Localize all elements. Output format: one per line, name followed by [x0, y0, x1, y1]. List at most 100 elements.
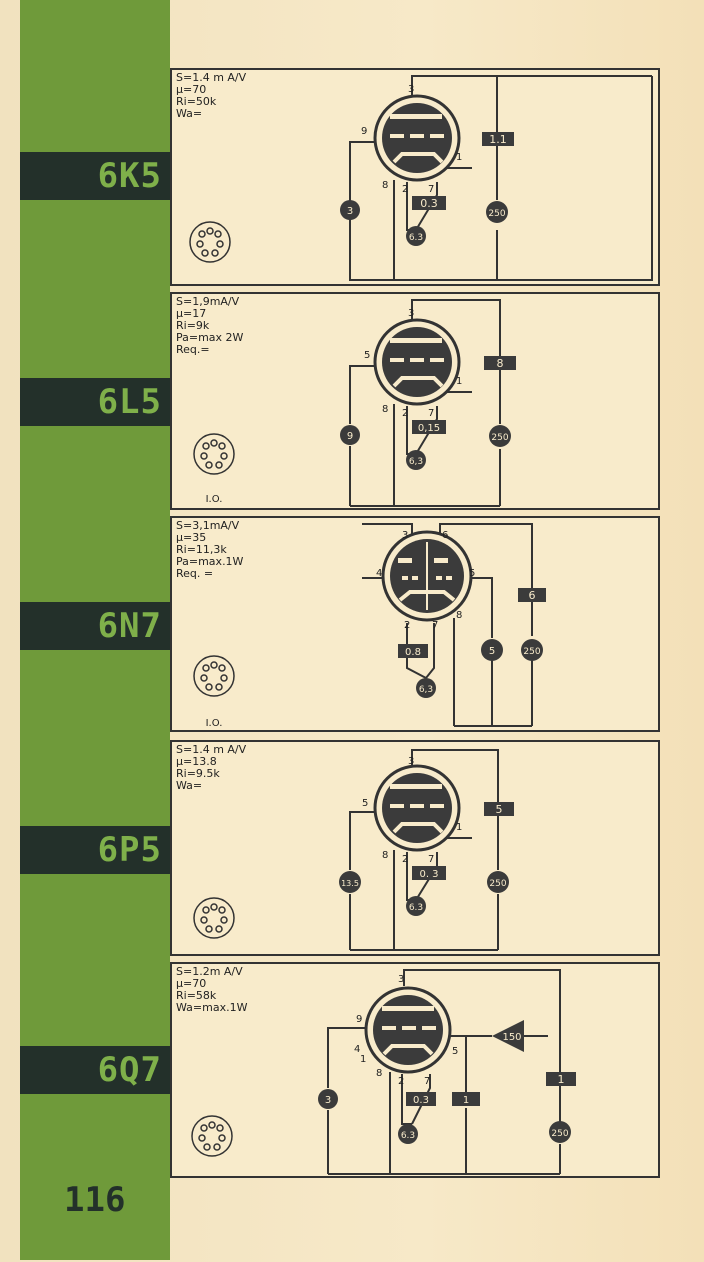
pin-label: 3: [408, 84, 414, 95]
pin-label: 2: [402, 408, 408, 419]
spec-line: Wa=: [176, 107, 203, 120]
tube-panel-6p5: 5 0. 3 13.5 6.3 250 3 5 1 8 2 7 S=1.4 m …: [170, 740, 660, 956]
socket-diagram: [191, 1115, 233, 1157]
pin-label: 2: [402, 854, 408, 865]
pin-label: 3: [408, 756, 414, 767]
pin-label: 5: [364, 350, 370, 361]
schematic-6n7: 6 0.8 5 6,3 250 3 6 4 5 2 7 8 I.O.: [193, 523, 546, 729]
tube-panel-6n7: 6 0.8 5 6,3 250 3 6 4 5 2 7 8 I.O.: [170, 516, 660, 732]
spec-line: Wa=max.1W: [176, 1001, 248, 1014]
socket-diagram: [189, 221, 231, 263]
spec-line: Ri=9.5k: [176, 767, 220, 780]
pin-label: 4: [354, 1044, 360, 1055]
spec-block: S=1.2m A/V μ=70 Ri=58k Wa=max.1W: [176, 966, 247, 1014]
schematic-6q7: 150 1 0.3 1 3 6.3 250 3 9 5 4 1 8 2 7: [191, 969, 576, 1175]
spec-line: μ=35: [176, 531, 207, 544]
ac-voltage-label: 150: [502, 1032, 521, 1043]
pin-label: 1: [456, 152, 462, 163]
pin-label: 5: [452, 1046, 458, 1057]
socket-diagram: [193, 433, 235, 475]
tube-tab-6p5: 6P5: [20, 826, 170, 874]
pin-label: 7: [428, 408, 434, 419]
spec-line: Req.=: [176, 343, 210, 356]
spec-line: S=1.4 m A/V: [176, 71, 247, 84]
plate-voltage-label: 5: [496, 803, 503, 816]
supply-voltage-label: 250: [488, 209, 505, 219]
tube-panel-6l5: 8 0,15 9 6,3 250 3 5 1 8 2 7 I.O. S=1,9m: [170, 292, 660, 510]
spec-line: S=1,9mA/V: [176, 295, 240, 308]
spec-block: S=1,9mA/V μ=17 Ri=9k Pa=max 2W Req.=: [176, 296, 243, 356]
tube-panel-6k5: 1.1 0.3 3 6.3 250 3 9 1 8 2 7 S=1.4 m A/…: [170, 68, 660, 286]
spec-line: Ri=50k: [176, 95, 217, 108]
pin-label: 4: [376, 568, 382, 579]
heater-current-label: 0. 3: [419, 869, 438, 880]
pin-label: 5: [362, 798, 368, 809]
spec-line: Ri=9k: [176, 319, 210, 332]
spec-line: S=1.2m A/V: [176, 965, 243, 978]
tube-tab-6n7: 6N7: [20, 602, 170, 650]
supply-voltage-label: 250: [523, 647, 540, 657]
pin-label: 1: [456, 822, 462, 833]
pin-label: 3: [408, 308, 414, 319]
bias-voltage-label: 3: [347, 206, 353, 217]
pin-label: 2: [404, 620, 410, 631]
socket-label: I.O.: [206, 718, 223, 729]
tube-panel-6q7: 150 1 0.3 1 3 6.3 250 3 9 5 4 1 8 2 7: [170, 962, 660, 1178]
spec-line: μ=70: [176, 977, 207, 990]
pin-label: 8: [382, 180, 388, 191]
pin-label: 3: [398, 974, 404, 985]
tube-tab-6q7: 6Q7: [20, 1046, 170, 1094]
spec-line: μ=17: [176, 307, 207, 320]
pin-label: 8: [382, 404, 388, 415]
tube-tab-6l5: 6L5: [20, 378, 170, 426]
pin-label: 6: [442, 530, 448, 541]
heater-voltage-label: 6.3: [409, 233, 423, 243]
pin-label: 1: [456, 376, 462, 387]
socket-label: I.O.: [206, 494, 223, 505]
spec-line: Wa=: [176, 779, 203, 792]
pin-label: 8: [376, 1068, 382, 1079]
spec-line: μ=13.8: [176, 755, 217, 768]
heater-current-label: 0.3: [420, 197, 438, 210]
heater-voltage-label: 6.3: [401, 1131, 415, 1141]
pin-label: 2: [402, 184, 408, 195]
socket-diagram: [193, 897, 235, 939]
spec-line: Req. =: [176, 567, 214, 580]
spec-block: S=3,1mA/V μ=35 Ri=11,3k Pa=max.1W Req. =: [176, 520, 243, 580]
heater-voltage-label: 6,3: [419, 685, 433, 695]
spec-line: S=1.4 m A/V: [176, 743, 247, 756]
plate-voltage-label: 1: [558, 1073, 565, 1086]
supply-voltage-label: 250: [491, 433, 508, 443]
pin-label: 9: [356, 1014, 362, 1025]
tube-tab-6k5: 6K5: [20, 152, 170, 200]
page-number: 116: [64, 1180, 126, 1220]
heater-voltage-label: 6.3: [409, 903, 423, 913]
plate-voltage-label: 8: [497, 357, 504, 370]
heater-voltage-label: 6,3: [409, 457, 423, 467]
pin-label: 8: [456, 610, 462, 621]
heater-current-label: 0.3: [413, 1095, 429, 1106]
pin-label: 2: [398, 1076, 404, 1087]
socket-diagram: [193, 655, 235, 697]
pin-label: 5: [469, 568, 475, 579]
spec-block: S=1.4 m A/V μ=70 Ri=50k Wa=: [176, 72, 246, 120]
spec-line: Pa=max.1W: [176, 555, 244, 568]
schematic-6p5: 5 0. 3 13.5 6.3 250 3 5 1 8 2 7: [193, 749, 514, 951]
bias-voltage-label: 3: [325, 1095, 331, 1106]
heater-current-label: 0.8: [405, 647, 421, 658]
schematic-6k5: 1.1 0.3 3 6.3 250 3 9 1 8 2 7: [189, 75, 653, 281]
bias-voltage-label: 9: [347, 431, 353, 442]
pin-label: 9: [361, 126, 367, 137]
supply-voltage-label: 250: [551, 1129, 568, 1139]
spec-line: Ri=11,3k: [176, 543, 227, 556]
pin-label: 7: [428, 184, 434, 195]
spec-line: S=3,1mA/V: [176, 519, 240, 532]
spec-line: Pa=max 2W: [176, 331, 244, 344]
pin-label: 7: [428, 854, 434, 865]
pin-label: 3: [402, 530, 408, 541]
schematic-6l5: 8 0,15 9 6,3 250 3 5 1 8 2 7 I.O.: [193, 299, 516, 507]
pin-label: 7: [432, 620, 438, 631]
pin-label: 7: [424, 1076, 430, 1087]
heater-current-label: 0,15: [418, 423, 440, 434]
